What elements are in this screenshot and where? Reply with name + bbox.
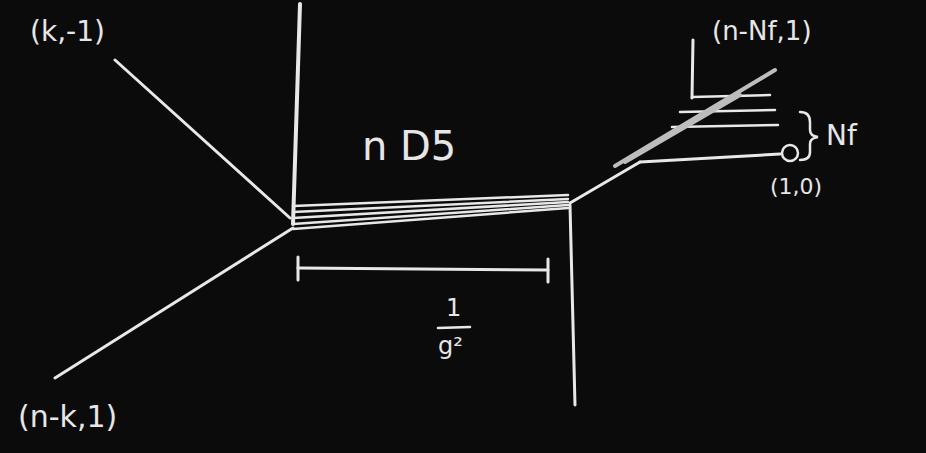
charge-label: (1,0) (770, 176, 822, 198)
upper-leg (692, 40, 693, 98)
charge-label: (n-Nf,1) (712, 18, 812, 44)
vertical-leg (293, 4, 300, 224)
seven-brane (782, 145, 798, 161)
d5-stack (293, 195, 568, 229)
fraction-bar (438, 327, 470, 328)
k-leg (115, 60, 290, 218)
stack-label: n D5 (362, 126, 456, 166)
diag-leg (570, 162, 640, 203)
charge-label: (n-k,1) (18, 402, 117, 432)
charge-label: (k,-1) (30, 18, 105, 46)
fraction-numerator: 1 (446, 296, 461, 320)
fraction-denominator: g² (438, 334, 463, 358)
count-label: Nf (826, 122, 857, 150)
fundamental-string (640, 154, 780, 162)
brace (800, 112, 818, 160)
dimension-tick (297, 257, 300, 280)
nk-leg (55, 228, 293, 378)
flavor-line (680, 110, 775, 112)
shading (615, 70, 775, 166)
dimension-bar (298, 268, 548, 270)
dimension-tick (547, 259, 550, 282)
right-leg (570, 205, 575, 405)
